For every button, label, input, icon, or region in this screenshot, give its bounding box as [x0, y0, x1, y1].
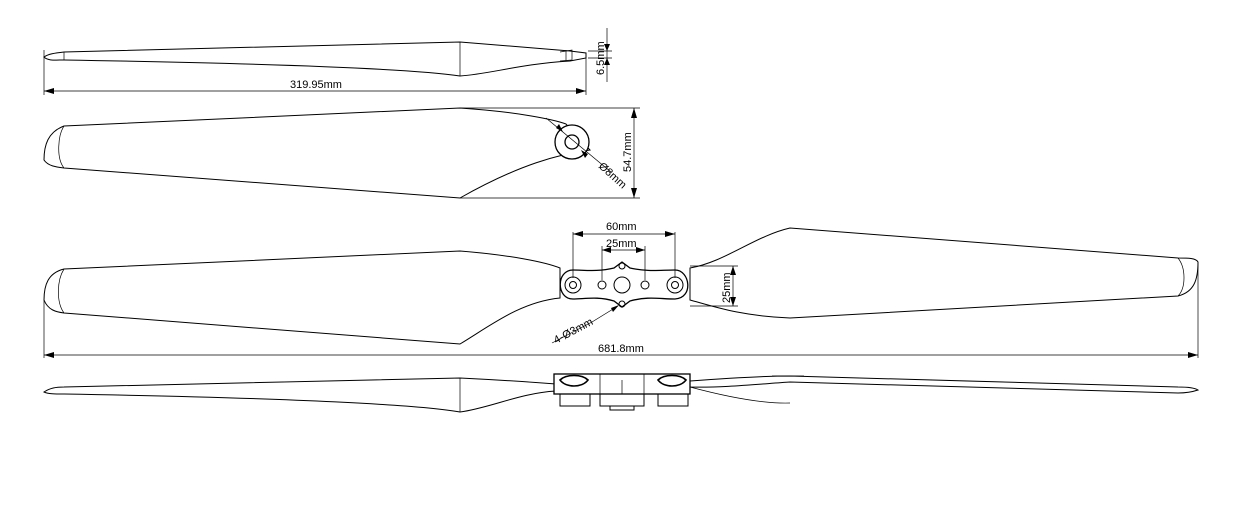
dimension-hub-height: 25mm — [690, 265, 738, 307]
dimension-blade-thickness: 6.5mm — [588, 28, 612, 82]
dimension-mount-holes: 4-Ø3mm — [552, 305, 619, 347]
dimension-label-length: 319.95mm — [290, 79, 342, 91]
blade-side-view — [43, 41, 587, 77]
propeller-top-view — [43, 227, 1199, 345]
dimension-label-mount-inner: 25mm — [606, 238, 637, 250]
dimension-mount-outer: 60mm — [572, 221, 676, 278]
blade-top-view — [43, 107, 592, 199]
dimension-blade-length: 319.95mm — [43, 50, 587, 95]
dimension-label-hub-height: 25mm — [721, 272, 733, 303]
dimension-label-width: 54.7mm — [622, 132, 634, 172]
propeller-side-view — [43, 373, 1200, 413]
dimension-total-length: 681.8mm — [43, 262, 1199, 358]
dimension-label-thickness: 6.5mm — [595, 41, 607, 75]
dimension-mount-inner: 25mm — [601, 238, 646, 280]
dimension-blade-width: 54.7mm — [460, 107, 640, 199]
dimension-label-mount-outer: 60mm — [606, 221, 637, 233]
dimension-label-total-length: 681.8mm — [598, 343, 644, 355]
dimension-label-mount-holes: 4-Ø3mm — [552, 316, 595, 347]
